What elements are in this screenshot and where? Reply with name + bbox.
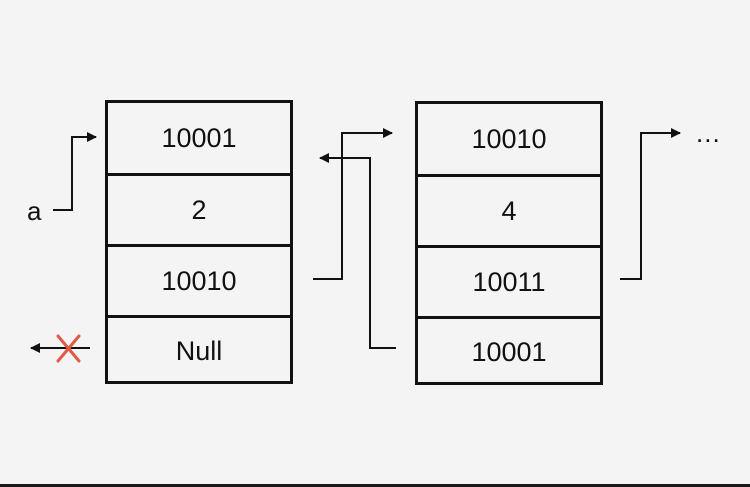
- node-2-address-cell: 10010: [471, 123, 547, 154]
- continuation-ellipsis: ...: [696, 118, 721, 148]
- node-2: 10010 4 10011 10001: [415, 101, 603, 385]
- node-1-prev-cell: Null: [108, 315, 290, 384]
- cross-icon: [56, 334, 81, 363]
- node-2-next-arrow: [620, 128, 681, 280]
- node-1: 10001 2 10010 Null: [105, 100, 293, 384]
- node-2-next-cell: 10011: [418, 245, 600, 316]
- pointer-a-arrow: [53, 132, 97, 211]
- node-2-prev-cell: 10001: [418, 316, 600, 385]
- node-1-address-cell: 10001: [161, 122, 237, 153]
- node-1-next-arrow: [313, 128, 393, 280]
- pointer-label-a: a: [27, 196, 42, 226]
- node-1-next-cell: 10010: [108, 244, 290, 315]
- node-1-value-cell: 2: [108, 173, 290, 244]
- node-2-prev-arrow: [319, 153, 396, 349]
- bottom-divider: [0, 484, 750, 487]
- node-2-value-cell: 4: [418, 174, 600, 245]
